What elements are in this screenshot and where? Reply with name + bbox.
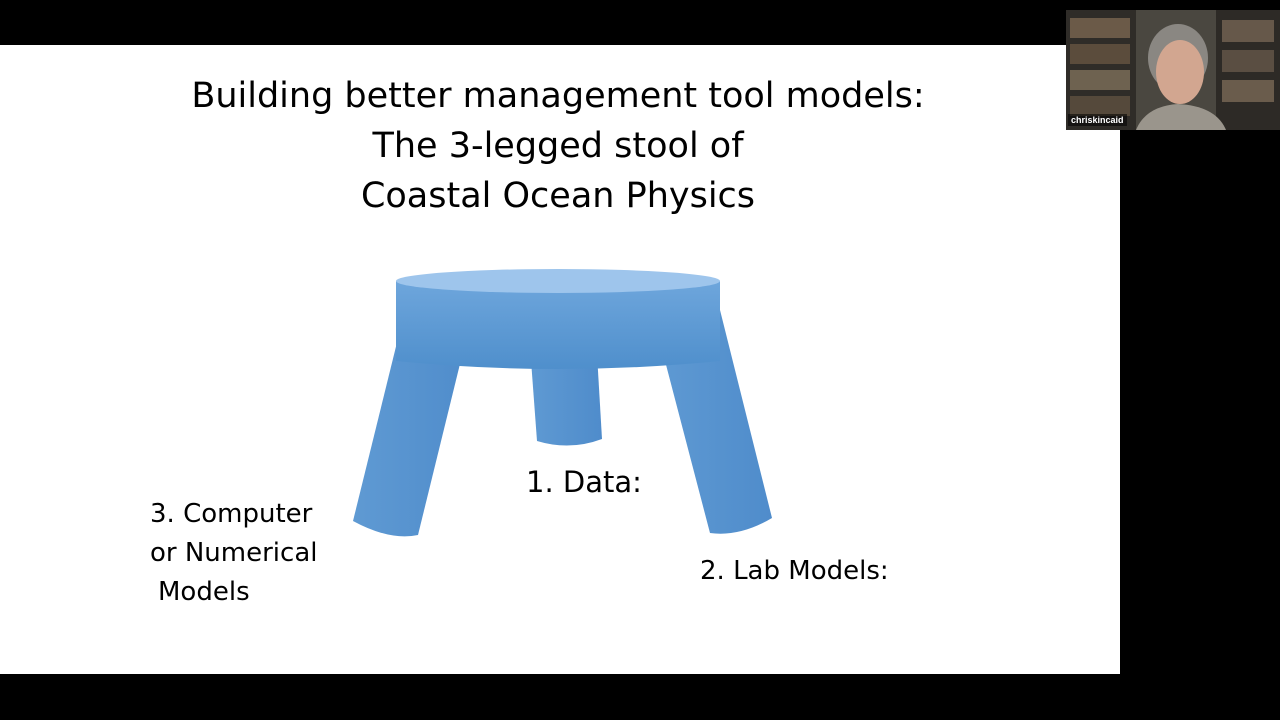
stool-leg-right xyxy=(653,310,772,534)
three-legged-stool-illustration xyxy=(353,269,772,537)
slide-title-line-1: Building better management tool models: xyxy=(191,76,925,116)
person-face xyxy=(1156,40,1204,104)
person-shoulders xyxy=(1136,104,1226,130)
stool-seat-top xyxy=(396,269,720,293)
label-data: 1. Data: xyxy=(526,465,642,499)
presentation-slide: Building better management tool models: … xyxy=(0,45,1120,674)
participant-video-thumbnail[interactable]: chriskincaid xyxy=(1066,10,1280,130)
label-computer-models: 3. Computer or Numerical Models xyxy=(150,495,317,612)
participant-name-label: chriskincaid xyxy=(1068,114,1127,126)
label-computer-line-3: Models xyxy=(158,577,250,607)
label-computer-line-2: or Numerical xyxy=(150,538,318,568)
stool-leg-left xyxy=(353,310,472,537)
label-computer-line-1: 3. Computer xyxy=(150,499,313,529)
stool-seat xyxy=(396,281,720,369)
webcam-video-feed xyxy=(1066,10,1280,130)
slide-title-line-2: The 3-legged stool of xyxy=(372,126,744,166)
slide-title: Building better management tool models: … xyxy=(0,71,1116,221)
slide-title-line-3: Coastal Ocean Physics xyxy=(360,176,756,216)
label-lab-models: 2. Lab Models: xyxy=(700,556,889,586)
